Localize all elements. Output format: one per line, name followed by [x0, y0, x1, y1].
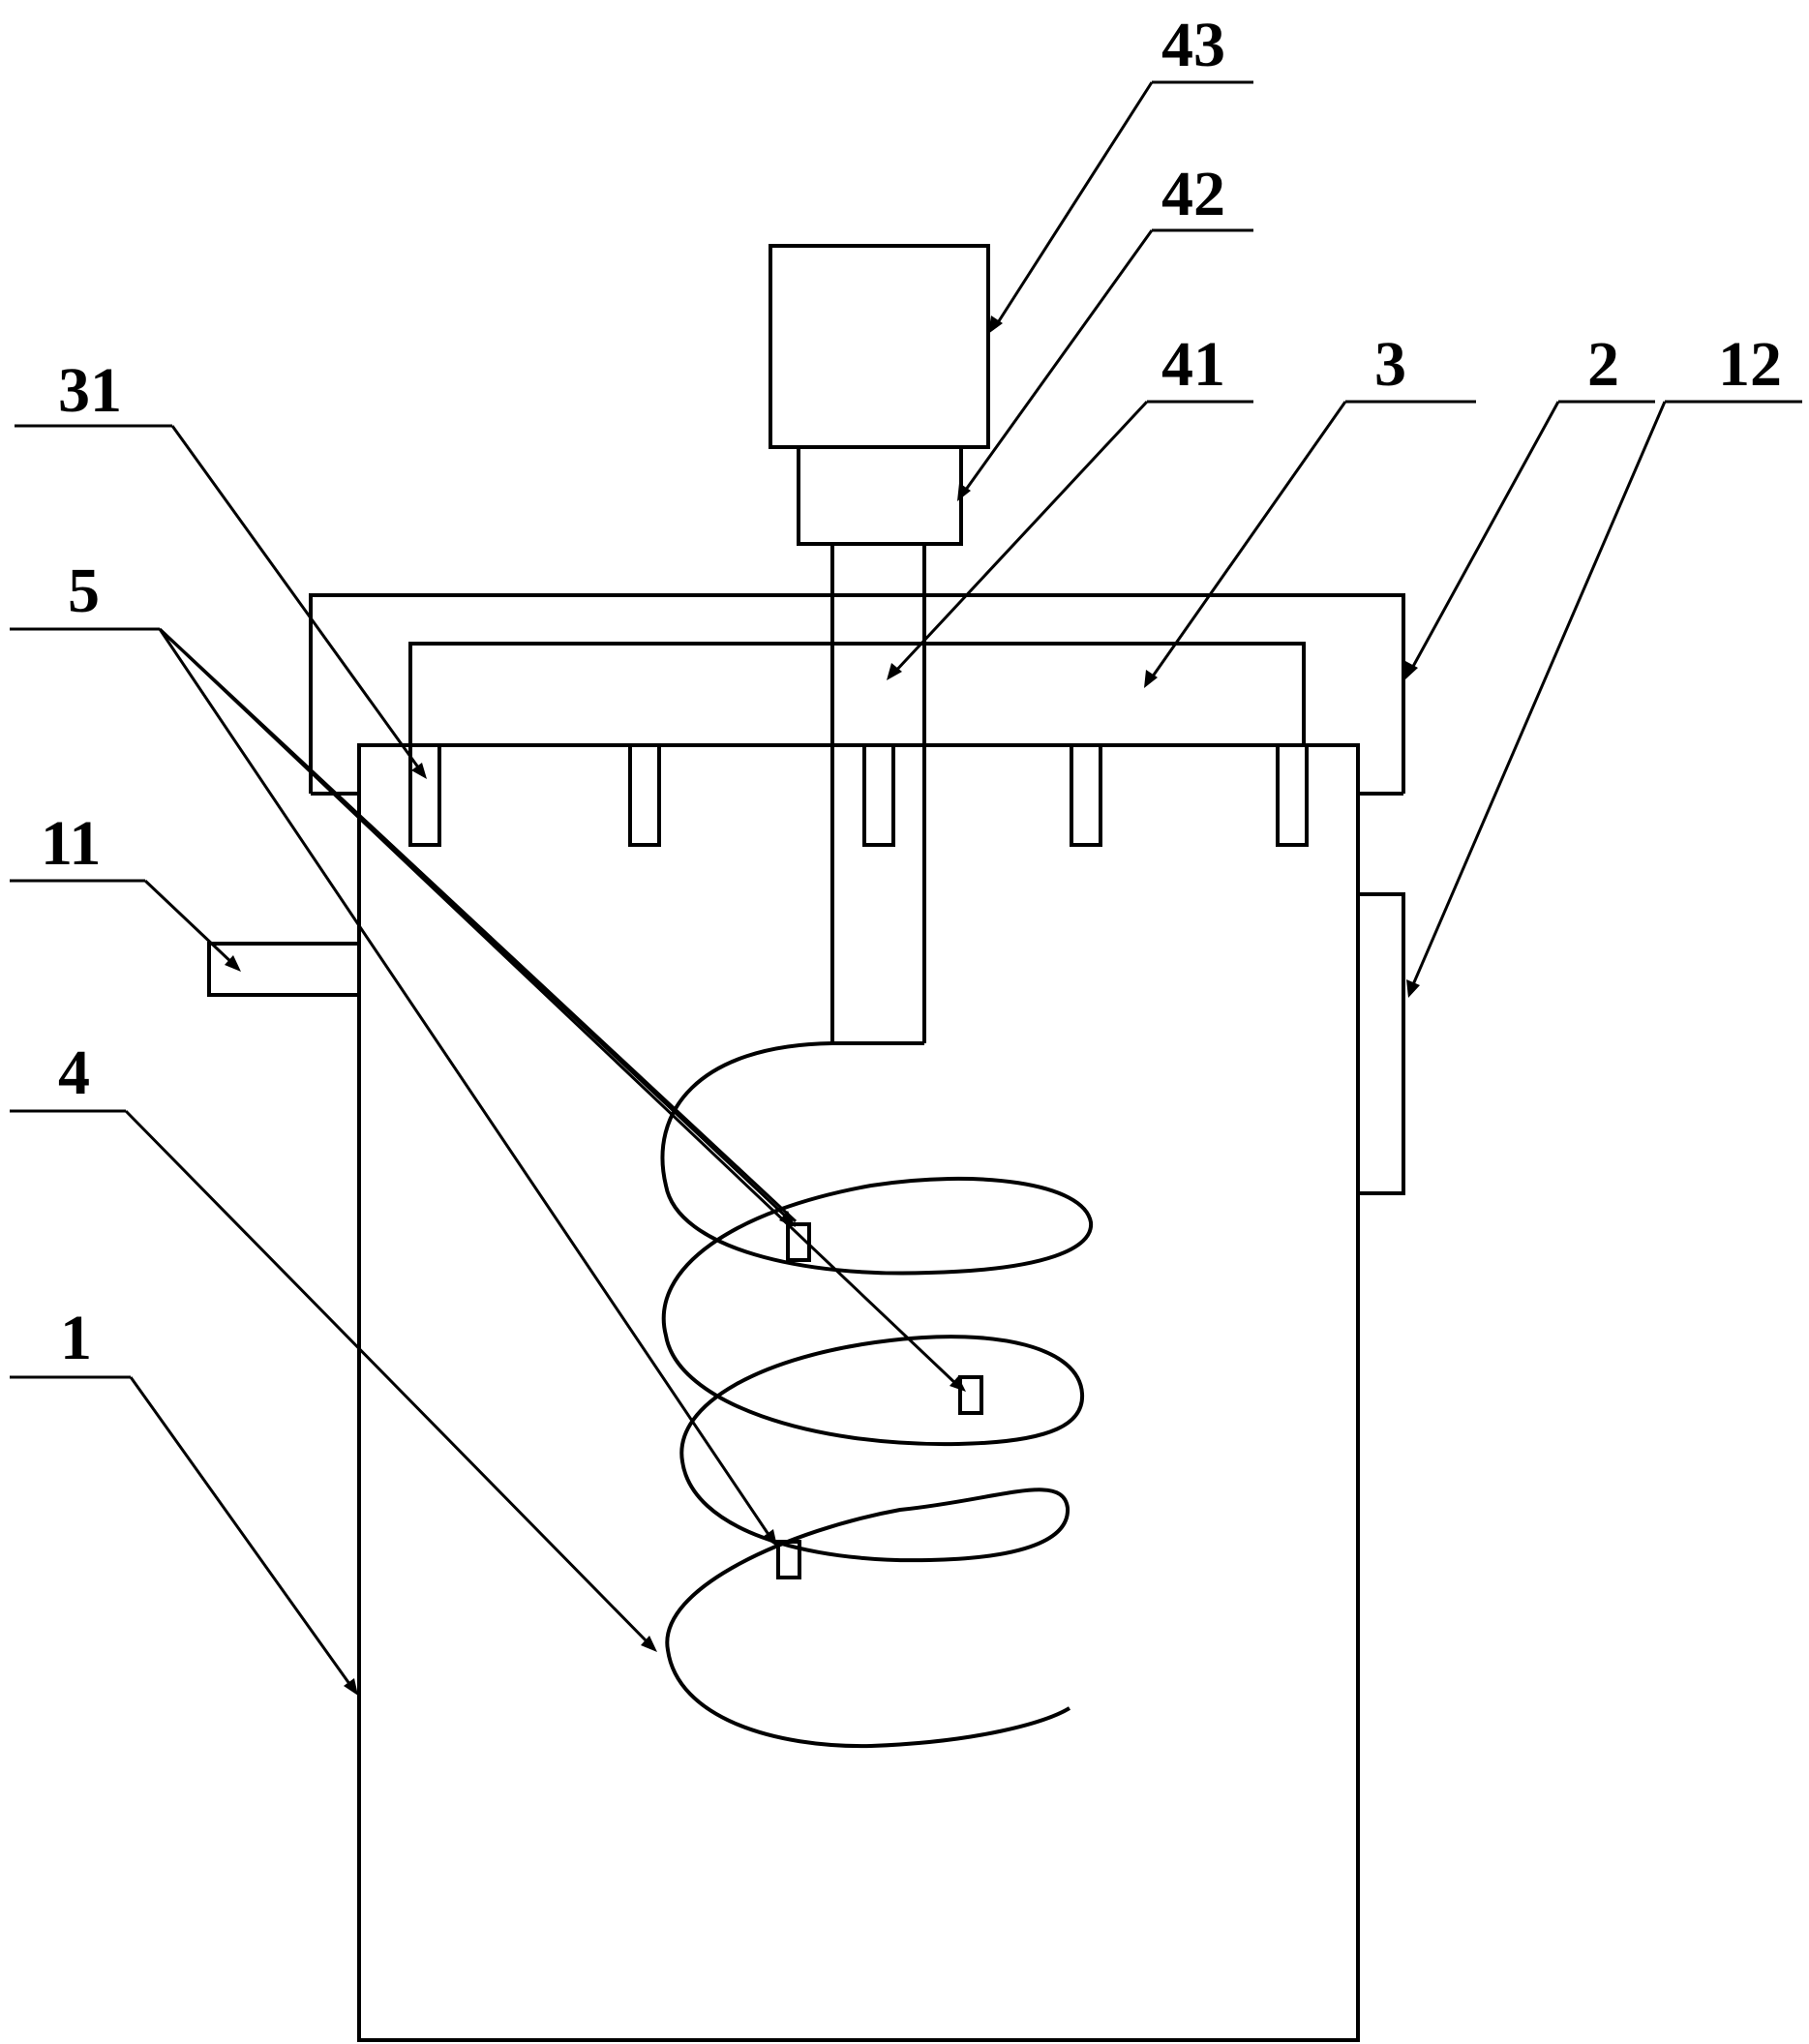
label-41: 41	[1161, 329, 1225, 400]
reducer	[797, 445, 963, 546]
spray-nozzle-5	[1276, 743, 1309, 847]
leader-42-arrowhead	[957, 483, 971, 501]
label-3: 3	[1374, 329, 1406, 400]
leader-lines	[10, 80, 1802, 1696]
outlet-box	[1358, 892, 1405, 1195]
leader-31-arrowhead	[411, 763, 427, 779]
leader-12-arrowhead	[1406, 979, 1420, 998]
leader-2	[1408, 401, 1560, 673]
leader-3	[1148, 401, 1347, 681]
leader-5a-arrowhead	[779, 1211, 796, 1227]
leader-3-arrowhead	[1144, 670, 1158, 688]
label-1: 1	[60, 1303, 92, 1373]
leader-2-arrowhead	[1405, 661, 1418, 679]
leader-5c-arrowhead	[763, 1529, 777, 1547]
spray-pipe-frame	[408, 642, 1306, 745]
label-4: 4	[58, 1037, 90, 1108]
label-11: 11	[41, 808, 101, 879]
spray-nozzle-4	[1070, 743, 1102, 847]
leader-5c	[158, 628, 773, 1540]
sensor-1	[786, 1222, 811, 1262]
leader-1	[129, 1376, 354, 1689]
leader-43-arrowhead	[988, 316, 1003, 334]
leader-42	[961, 229, 1154, 495]
sensor-3	[776, 1540, 801, 1579]
components	[207, 244, 1405, 2042]
label-5: 5	[68, 556, 100, 626]
inlet-pipe	[207, 942, 359, 997]
leader-1-arrowhead	[344, 1678, 358, 1696]
label-43: 43	[1161, 10, 1225, 80]
lid-cap	[309, 593, 1405, 794]
spray-nozzle-3	[862, 743, 895, 847]
leader-4	[124, 1109, 652, 1647]
leader-4-arrowhead	[641, 1636, 657, 1652]
spray-nozzle-2	[628, 743, 661, 847]
label-12: 12	[1718, 329, 1782, 400]
helical-ribbon	[660, 1041, 1094, 1749]
leader-5b	[158, 627, 960, 1388]
reference-labels: 43 42 41 3 2 12 31 5 11 4 1	[41, 10, 1782, 1373]
motor	[769, 244, 990, 449]
leader-31	[170, 425, 423, 772]
leader-11-arrowhead	[225, 955, 241, 972]
leader-41-arrowhead	[887, 663, 902, 680]
label-42: 42	[1161, 159, 1225, 229]
leader-43	[993, 81, 1154, 328]
tank-body	[357, 743, 1360, 2042]
leader-41	[891, 400, 1149, 676]
sensor-2	[958, 1375, 983, 1415]
spray-nozzle-1	[408, 743, 441, 847]
leader-12	[1409, 401, 1667, 990]
leader-11	[143, 879, 236, 967]
label-2: 2	[1587, 329, 1619, 400]
label-31: 31	[58, 355, 122, 426]
leader-5b-arrowhead	[950, 1376, 966, 1392]
